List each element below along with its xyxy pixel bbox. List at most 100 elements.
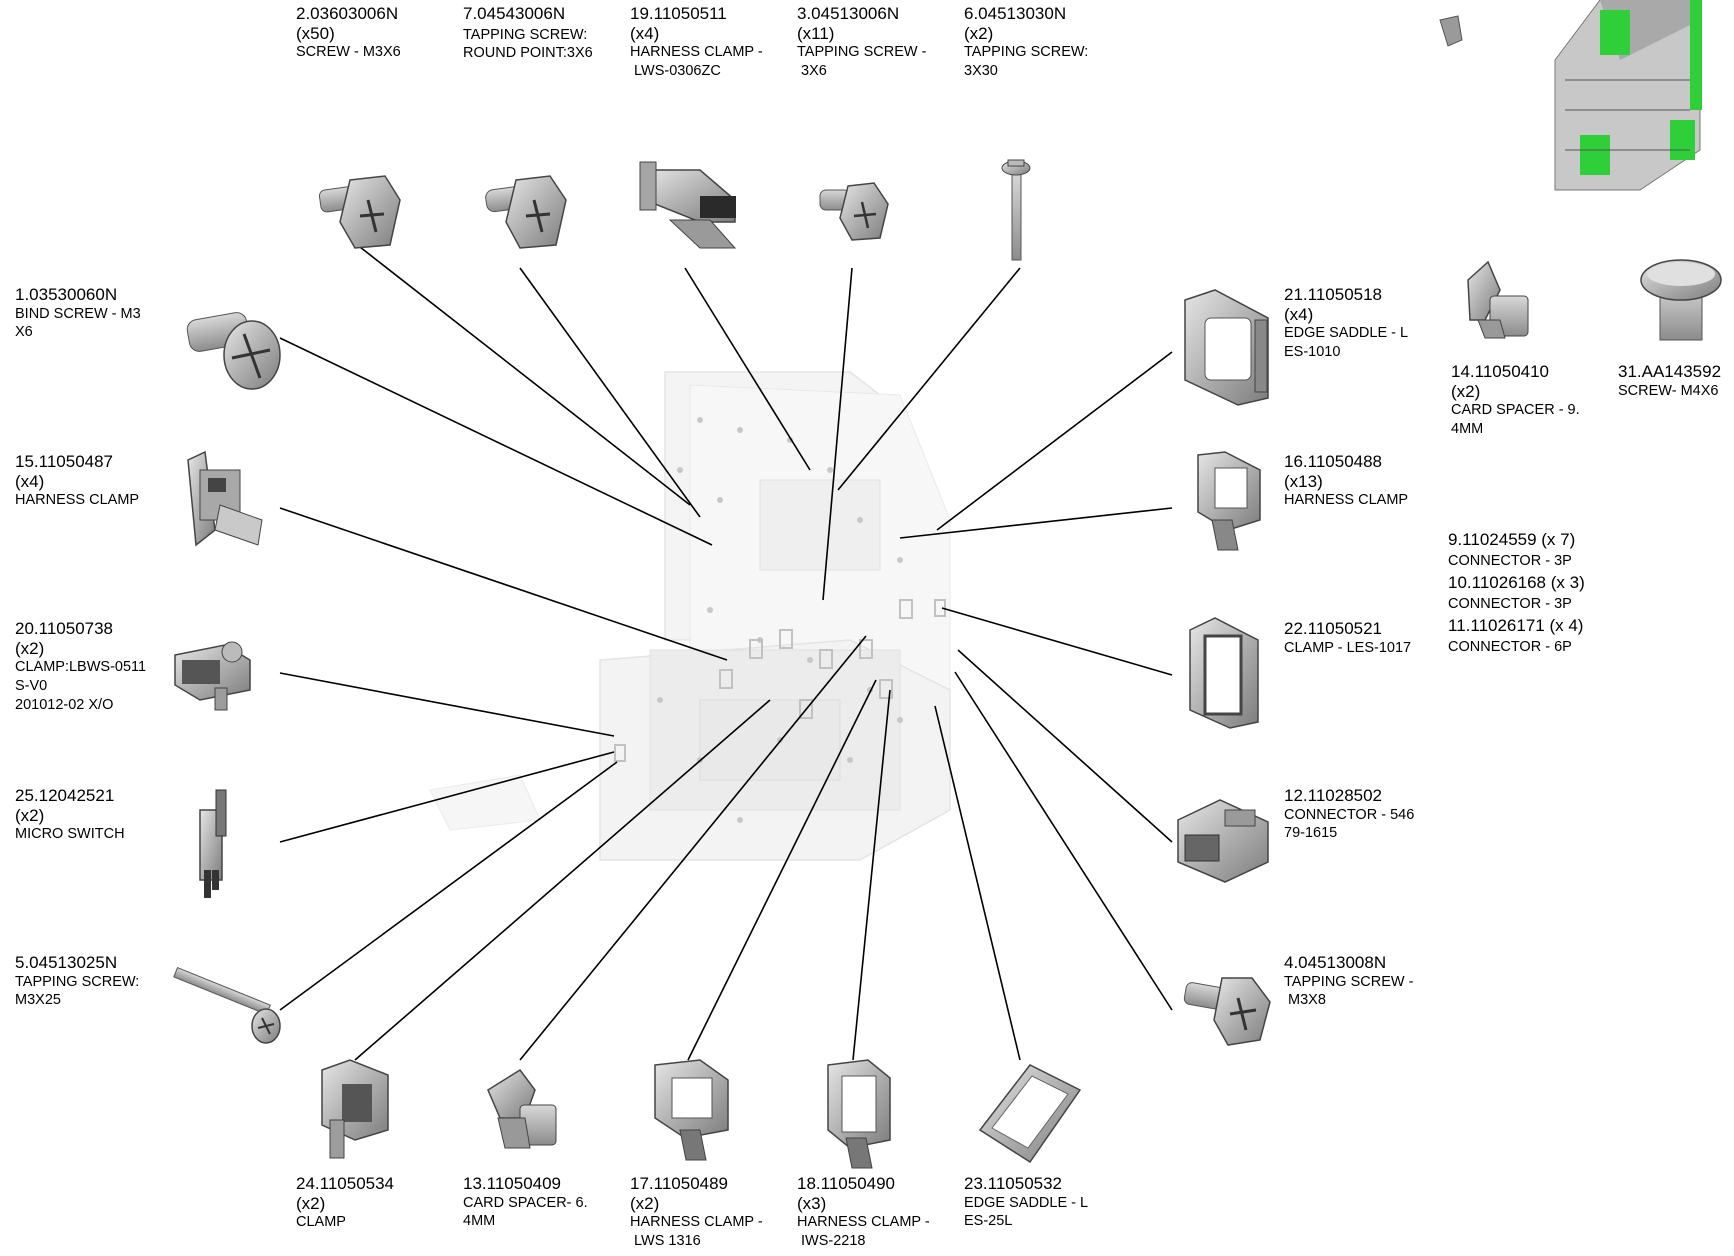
part-description: EDGE SADDLE - L ES-1010 — [1284, 325, 1409, 360]
callout-p12: 12.11028502 CONNECTOR - 546 79-1615 — [1284, 786, 1414, 843]
callout-p1: 1.03530060N BIND SCREW - M3 X6 — [15, 285, 141, 342]
tapping-screw-round-point-icon — [485, 175, 567, 249]
part-number: 3.04513006N — [797, 4, 900, 23]
harness-clamp-lws1316-icon — [654, 1059, 729, 1161]
part-number: 17.11050489 — [630, 1174, 729, 1193]
callout-p6: 6.04513030N (x2) TAPPING SCREW: 3X30 — [964, 4, 1088, 81]
card-spacer-6-4mm-icon — [487, 1068, 557, 1149]
callout-p15: 15.11050487 (x4) HARNESS CLAMP — [15, 452, 139, 510]
part-number: 13.11050409 — [463, 1174, 562, 1193]
callout-p4: 4.04513008N TAPPING SCREW - M3X8 — [1284, 953, 1413, 1010]
part-description: TAPPING SCREW - 3X6 — [797, 44, 927, 79]
part-description: TAPPING SCREW: M3X25 — [15, 973, 140, 1009]
part-number: 24.11050534 — [296, 1174, 395, 1193]
part-number: 16.11050488 — [1284, 452, 1383, 471]
connector-description: CONNECTOR - 6P — [1448, 639, 1572, 655]
part-quantity: (x11) — [797, 23, 835, 43]
leader-lines — [279, 239, 1173, 1061]
callout-p7: 7.04543006N TAPPING SCREW: ROUND POINT:3… — [463, 4, 593, 63]
micro-switch-icon — [199, 789, 227, 898]
part-description: CARD SPACER - 9. 4MM — [1451, 402, 1580, 437]
callout-p3: 3.04513006N (x11) TAPPING SCREW - 3X6 — [797, 4, 926, 81]
part-description: CONNECTOR - 546 79-1615 — [1284, 806, 1415, 842]
part-number: 6.04513030N — [964, 4, 1067, 23]
callout-p14: 14.11050410 (x2) CARD SPACER - 9. 4MM — [1451, 362, 1580, 439]
tapping-screw-3x30-icon — [1001, 159, 1031, 261]
harness-clamp-iws2218-icon — [827, 1059, 891, 1169]
part-quantity: (x4) — [630, 23, 660, 43]
part-quantity: (x2) — [630, 1193, 660, 1213]
callout-p18: 18.11050490 (x3) HARNESS CLAMP - IWS-221… — [797, 1174, 930, 1251]
part-number: 20.11050738 — [15, 619, 114, 638]
part-quantity: (x2) — [15, 805, 45, 825]
edge-saddle-les25l-icon — [978, 1064, 1082, 1164]
callout-p16: 16.11050488 (x13) HARNESS CLAMP — [1284, 452, 1408, 510]
part-number: 7.04543006N — [463, 4, 566, 23]
callout-p17: 17.11050489 (x2) HARNESS CLAMP - LWS 131… — [630, 1174, 763, 1251]
clamp-lbws0511-icon — [174, 641, 251, 711]
part-description: TAPPING SCREW: ROUND POINT:3X6 — [463, 26, 593, 62]
part-quantity: (x2) — [296, 1193, 326, 1213]
assembly-overview-icon — [1439, 0, 1702, 191]
part-quantity: (x13) — [1284, 471, 1323, 491]
connector-number: 9.11024559 (x 7) — [1448, 530, 1576, 549]
part-description: HARNESS CLAMP - IWS-2218 — [797, 1214, 930, 1249]
part-number: 25.12042521 — [15, 786, 115, 805]
screw-m4x6-icon — [1640, 259, 1722, 341]
part-number: 19.11050511 — [630, 4, 727, 23]
tapping-screw-m3x25-icon — [173, 966, 281, 1044]
part-description: BIND SCREW - M3 X6 — [15, 305, 141, 341]
part-description: TAPPING SCREW - M3X8 — [1284, 973, 1414, 1009]
connector-description: CONNECTOR - 3P — [1448, 553, 1572, 569]
part-description: HARNESS CLAMP - LWS 1316 — [630, 1214, 763, 1249]
harness-clamp-16-icon — [1197, 451, 1261, 551]
part-description: CARD SPACER- 6. 4MM — [463, 1194, 588, 1230]
part-description: SCREW- M4X6 — [1618, 382, 1719, 399]
part-number: 22.11050521 — [1284, 619, 1383, 638]
part-number: 15.11050487 — [15, 452, 114, 471]
part-description: CLAMP - LES-1017 — [1284, 639, 1412, 656]
tapping-screw-3x6-icon — [819, 182, 889, 241]
harness-clamp-lws0306zc-icon — [639, 161, 737, 249]
part-number: 21.11050518 — [1284, 285, 1383, 304]
clamp-icon — [321, 1059, 389, 1159]
screw-m3x6-icon — [318, 175, 401, 249]
callout-p20: 20.11050738 (x2) CLAMP:LBWS-0511 S-V0 20… — [15, 619, 146, 715]
part-quantity: (x50) — [296, 23, 335, 43]
tapping-screw-m3x8-icon — [1183, 977, 1271, 1046]
connector-number: 11.11026171 (x 4) — [1448, 616, 1584, 635]
part-description: HARNESS CLAMP - LWS-0306ZC — [630, 44, 763, 79]
callout-p5: 5.04513025N TAPPING SCREW: M3X25 — [15, 953, 139, 1010]
chassis-assembly — [429, 371, 951, 861]
part-number: 4.04513008N — [1284, 953, 1387, 972]
part-description: HARNESS CLAMP — [1284, 492, 1409, 509]
part-quantity: (x3) — [797, 1193, 827, 1213]
part-quantity: (x2) — [1451, 381, 1481, 401]
card-spacer-9-4mm-icon — [1467, 260, 1529, 339]
part-description: SCREW - M3X6 — [296, 44, 401, 61]
callout-p24: 24.11050534 (x2) CLAMP — [296, 1174, 394, 1232]
part-description: TAPPING SCREW: 3X30 — [964, 44, 1089, 79]
part-number: 31.AA143592 — [1618, 362, 1722, 381]
connector-number: 10.11026168 (x 3) — [1448, 573, 1585, 592]
part-number: 2.03603006N — [296, 4, 399, 23]
callout-p23: 23.11050532 EDGE SADDLE - L ES-25L — [964, 1174, 1088, 1231]
part-description: EDGE SADDLE - L ES-25L — [964, 1194, 1089, 1230]
part-number: 12.11028502 — [1284, 786, 1383, 805]
part-number: 5.04513025N — [15, 953, 118, 972]
part-description: CLAMP — [296, 1214, 346, 1231]
part-quantity: (x2) — [964, 23, 994, 43]
part-number: 23.11050532 — [964, 1174, 1063, 1193]
part-description: MICRO SWITCH — [15, 826, 125, 843]
connector-list: 9.11024559 (x 7) CONNECTOR - 3P 10.11026… — [1448, 526, 1585, 655]
clamp-les1017-icon — [1189, 617, 1259, 729]
part-description: HARNESS CLAMP — [15, 492, 140, 509]
part-quantity: (x4) — [1284, 304, 1314, 324]
callout-p31: 31.AA143592 SCREW- M4X6 — [1618, 362, 1721, 400]
callout-p13: 13.11050409 CARD SPACER- 6. 4MM — [463, 1174, 588, 1231]
connector-description: CONNECTOR - 3P — [1448, 596, 1572, 612]
connector-54679-1615-icon — [1177, 799, 1269, 883]
part-number: 1.03530060N — [15, 285, 118, 304]
callout-p21: 21.11050518 (x4) EDGE SADDLE - L ES-1010 — [1284, 285, 1408, 362]
